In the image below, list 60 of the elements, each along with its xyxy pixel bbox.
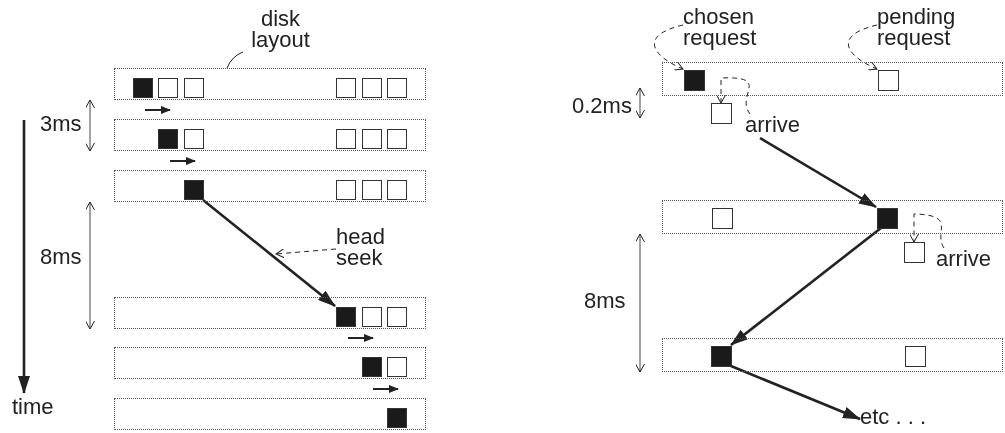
request-square: [684, 70, 705, 91]
request-square: [336, 180, 356, 200]
request-square: [362, 180, 382, 200]
request-square: [184, 78, 204, 98]
request-square: [158, 78, 178, 98]
disk-track-strip: [114, 398, 426, 430]
request-square: [711, 103, 732, 124]
dimension-label: 8ms: [40, 246, 82, 268]
arrow: [716, 77, 751, 115]
disk-track-strip: [662, 62, 1003, 96]
request-square: [362, 357, 382, 377]
arrow: [654, 24, 684, 71]
callout-text: chosen request: [683, 6, 783, 50]
request-square: [158, 129, 178, 149]
arrow: [730, 364, 861, 421]
request-square: [336, 307, 356, 327]
request-square: [905, 346, 926, 367]
callout-text: head seek: [336, 226, 398, 270]
disk-track-strip: [114, 68, 426, 100]
request-square: [387, 357, 407, 377]
request-square: [184, 129, 204, 149]
request-square: [878, 70, 899, 91]
disk-track-strip: [114, 170, 426, 202]
arrow: [730, 226, 882, 347]
request-square: [387, 307, 407, 327]
request-square: [336, 129, 356, 149]
disk-track-strip: [662, 338, 1003, 372]
arrow: [202, 199, 336, 307]
request-square: [712, 208, 733, 229]
request-square: [362, 129, 382, 149]
request-square: [387, 129, 407, 149]
disk-track-strip: [114, 119, 426, 151]
dimension-label: 0.2ms: [572, 95, 632, 117]
arrow: [275, 248, 337, 259]
callout-text: arrive: [936, 248, 1000, 272]
request-square: [133, 78, 153, 98]
callout-text: pending request: [877, 6, 977, 50]
request-square: [184, 180, 204, 200]
request-square: [387, 78, 407, 98]
request-square: [336, 78, 356, 98]
request-square: [362, 307, 382, 327]
callout-text: etc . . .: [860, 406, 950, 430]
request-square: [711, 346, 732, 367]
dimension-label: 3ms: [40, 113, 82, 135]
callout-text: disk layout: [243, 8, 318, 52]
disk-track-strip: [114, 347, 426, 379]
axis-label: time: [12, 396, 54, 418]
request-square: [362, 78, 382, 98]
request-square: [904, 242, 925, 263]
leader-line: [226, 51, 244, 69]
request-square: [387, 408, 407, 428]
arrow: [909, 213, 945, 249]
disk-track-strip: [662, 200, 1003, 234]
arrow: [759, 136, 877, 209]
request-square: [877, 208, 898, 229]
arrow: [848, 24, 878, 71]
disk-track-strip: [114, 297, 426, 329]
request-square: [387, 180, 407, 200]
callout-text: arrive: [745, 114, 811, 138]
dimension-label: 8ms: [584, 290, 626, 312]
